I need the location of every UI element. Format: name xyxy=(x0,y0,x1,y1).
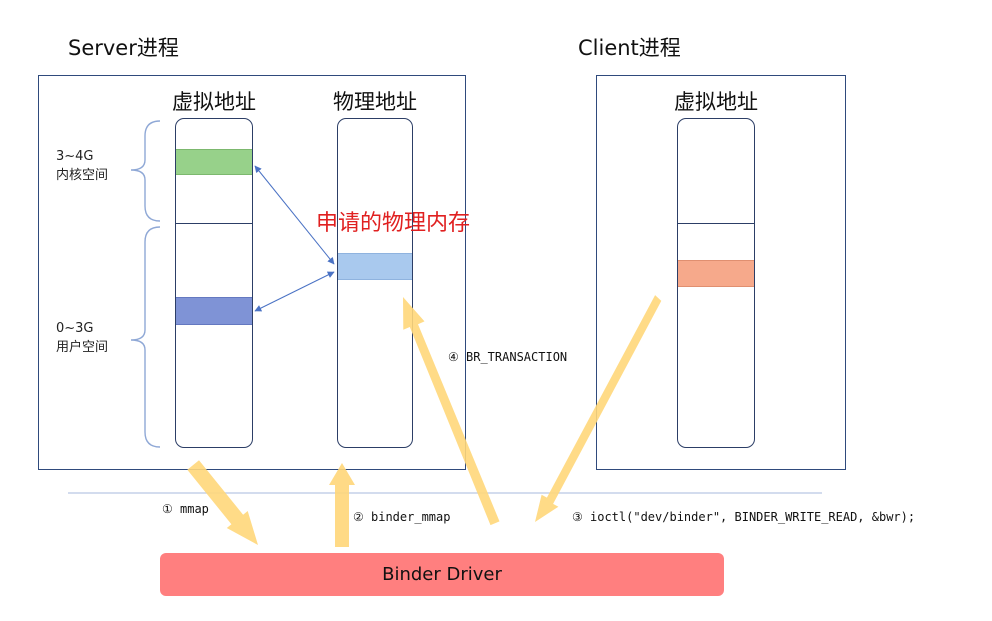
step-1-number: ① xyxy=(162,502,173,516)
binder-driver-box: Binder Driver xyxy=(160,553,724,596)
user-mapped-block xyxy=(176,297,252,325)
server-process-box xyxy=(38,75,466,470)
kernel-range-text: 3~4G xyxy=(56,149,94,164)
step-mmap-label: ① mmap xyxy=(162,502,209,516)
step-4-text: BR_TRANSACTION xyxy=(466,350,568,364)
step-3-number: ③ xyxy=(572,510,583,524)
kernel-range-label: 3~4G 内核空间 xyxy=(56,147,108,185)
step-4-number: ④ xyxy=(448,350,459,364)
user-mapping-arrow xyxy=(254,271,335,312)
user-brace xyxy=(130,226,161,448)
step-binder-mmap-label: ② binder_mmap xyxy=(353,510,450,524)
user-range-label: 0~3G 用户空间 xyxy=(56,319,108,357)
server-virtual-address-label: 虚拟地址 xyxy=(172,90,256,114)
mmap-arrow xyxy=(187,460,258,545)
client-data-block xyxy=(678,260,754,287)
client-divider xyxy=(678,223,754,224)
user-range-text: 0~3G xyxy=(56,321,94,336)
step-br-transaction-label: ④ BR_TRANSACTION xyxy=(448,350,567,364)
step-3-text: ioctl("dev/binder", BINDER_WRITE_READ, &… xyxy=(590,510,916,524)
step-1-text: mmap xyxy=(180,502,209,516)
kernel-mapping-arrow xyxy=(254,165,335,265)
kernel-user-divider xyxy=(176,223,252,224)
physical-memory-block xyxy=(338,253,412,280)
kernel-mapped-block xyxy=(176,149,252,175)
client-process-box xyxy=(596,75,846,470)
step-2-number: ② xyxy=(353,510,364,524)
server-physical-address-label: 物理地址 xyxy=(333,90,417,114)
server-process-title: Server进程 xyxy=(68,36,179,60)
binder-mmap-arrow xyxy=(329,463,355,547)
step-2-text: binder_mmap xyxy=(371,510,451,524)
client-virtual-address-label: 虚拟地址 xyxy=(674,90,758,114)
kernel-space-text: 内核空间 xyxy=(56,168,109,183)
physical-memory-label: 申请的物理内存 xyxy=(316,211,471,236)
br-transaction-arrow xyxy=(403,297,500,526)
binder-driver-label: Binder Driver xyxy=(382,564,502,585)
ioctl-arrow xyxy=(535,295,662,522)
step-ioctl-label: ③ ioctl("dev/binder", BINDER_WRITE_READ,… xyxy=(572,510,915,524)
user-space-text: 用户空间 xyxy=(56,340,109,355)
server-physical-address-bar xyxy=(337,118,413,448)
kernel-brace xyxy=(130,120,161,222)
client-process-title: Client进程 xyxy=(578,36,681,60)
